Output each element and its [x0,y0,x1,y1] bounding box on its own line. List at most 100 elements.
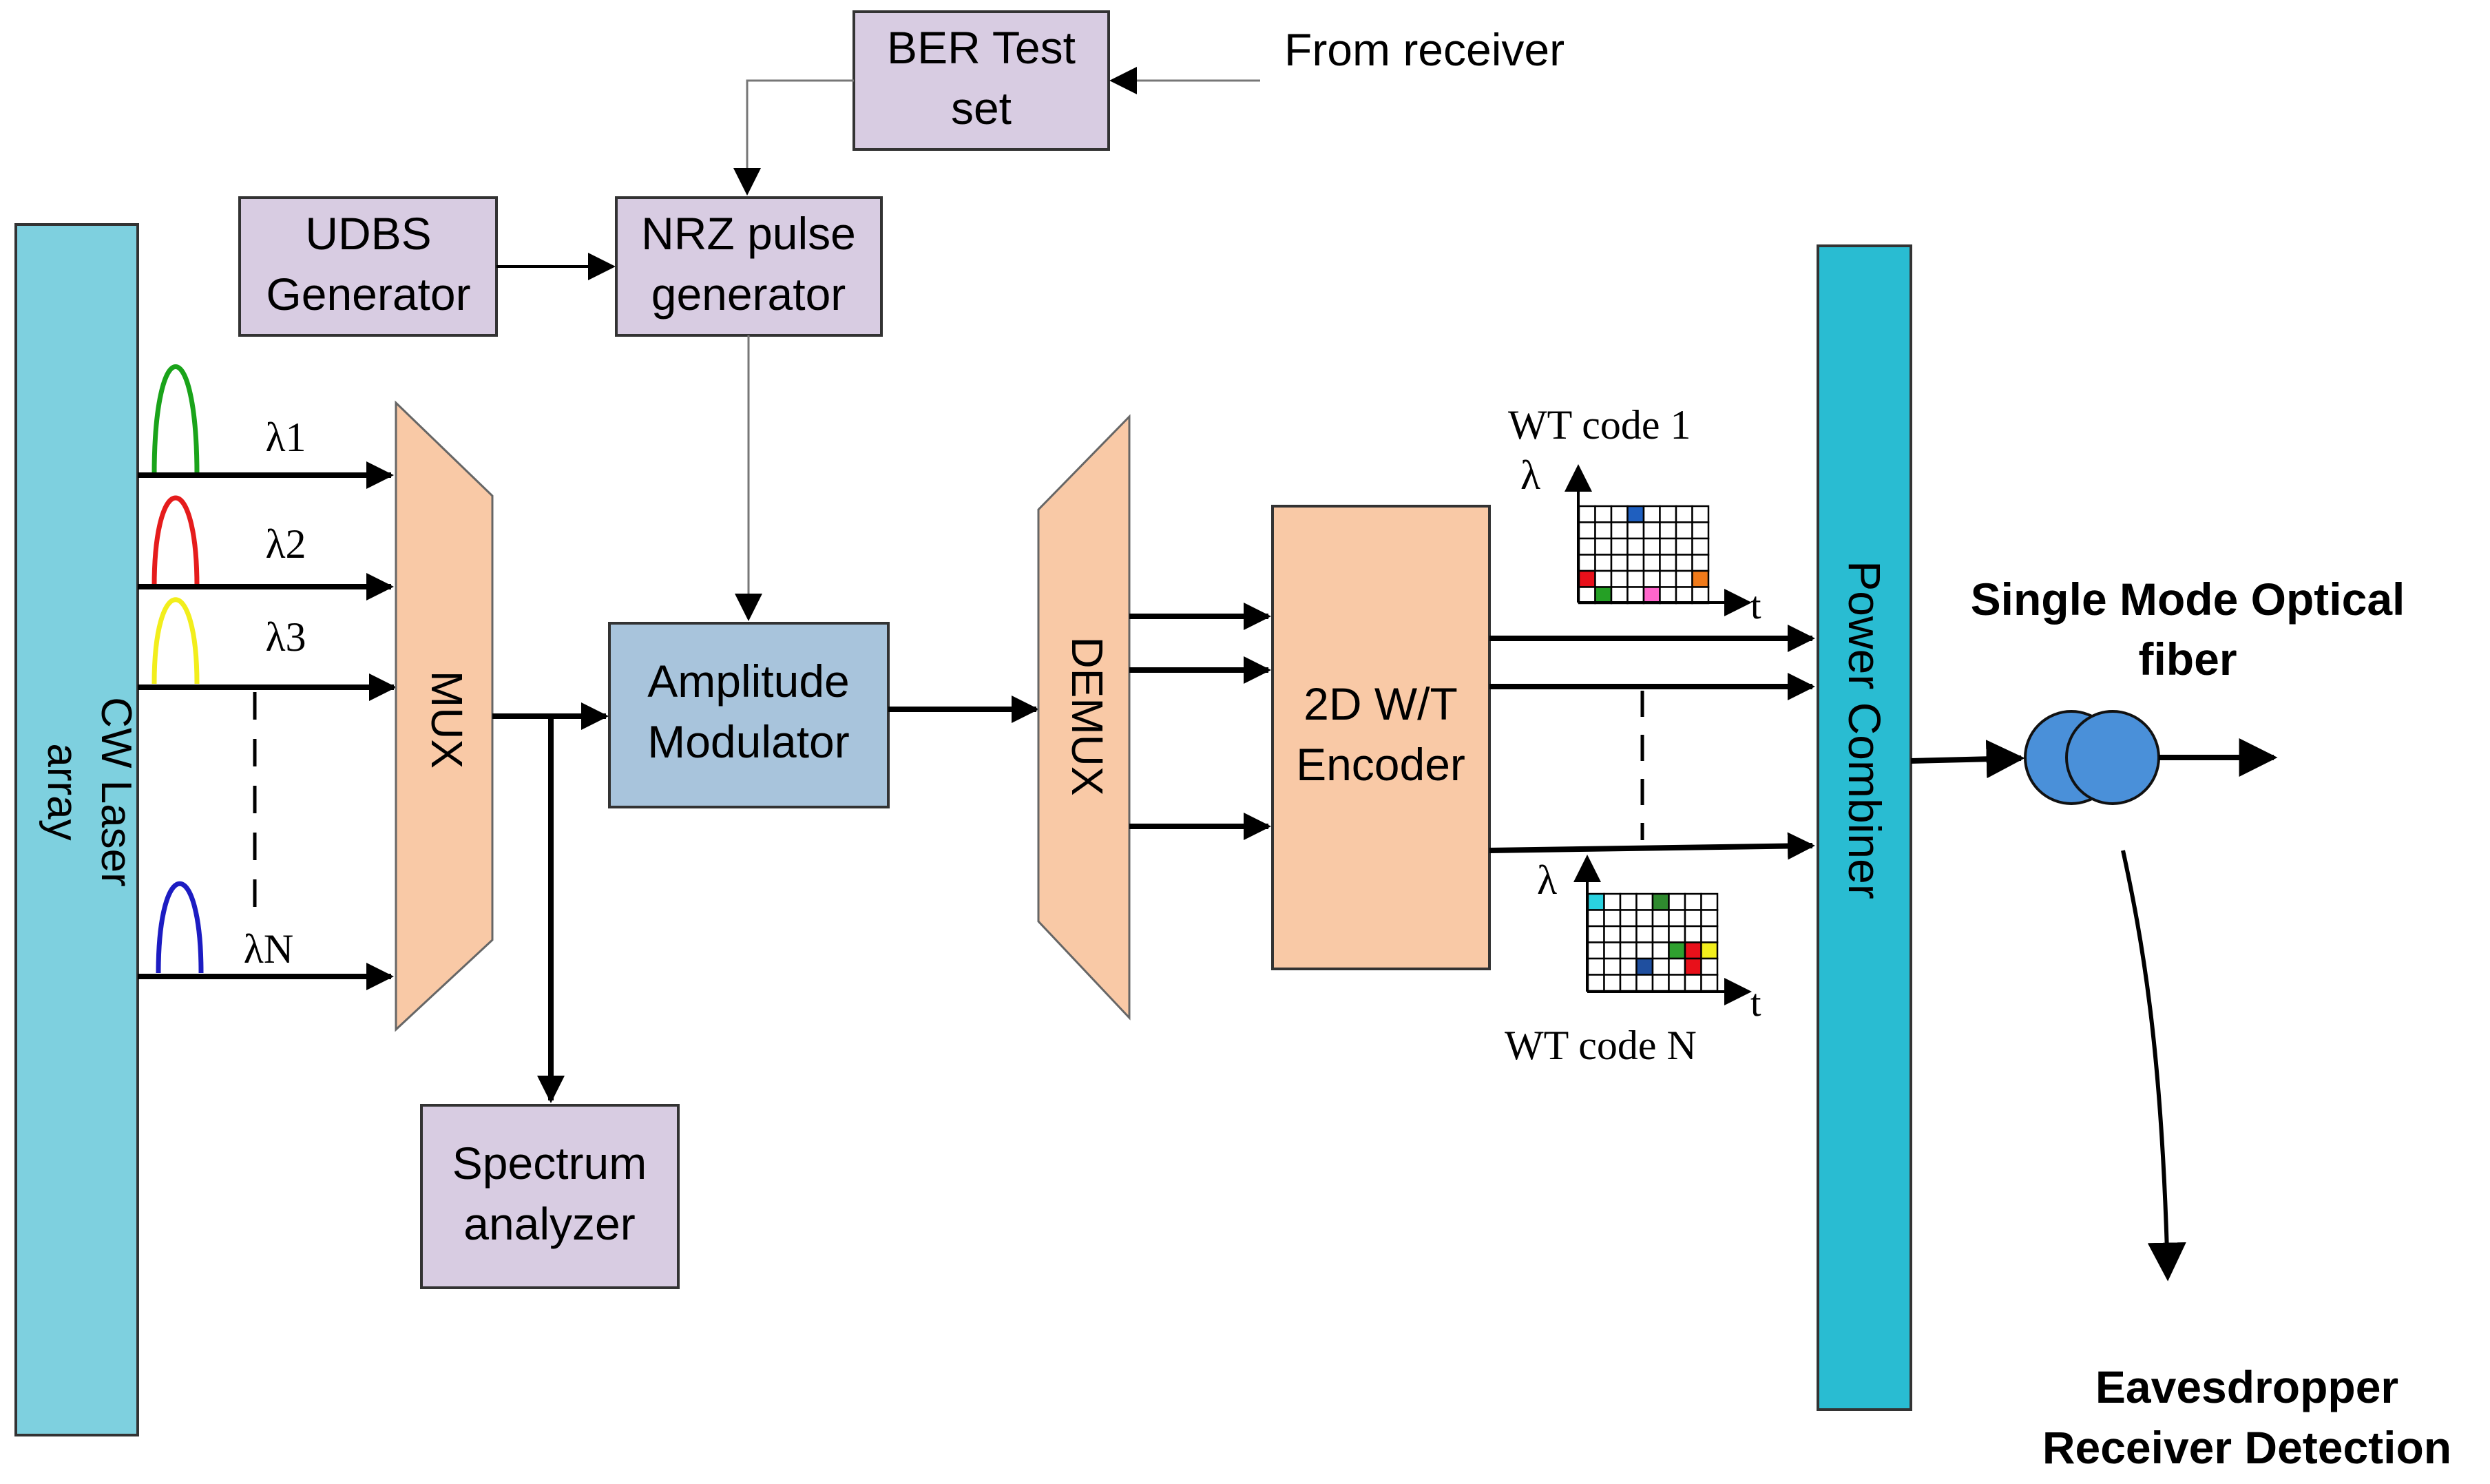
wt-code-n-cell [1587,957,1605,976]
encoder-block: 2D W/T Encoder [1271,505,1491,970]
wt-code-1-cell [1610,554,1629,572]
wt-code-1-cell [1659,554,1677,572]
amplitude-modulator-label-line1: Amplitude [647,656,850,707]
wt-code-1-cell [1659,505,1677,523]
wt-code-1-cell [1642,554,1661,572]
pulse-lambda-1 [151,364,200,476]
wt-code-1-grid: WT code 1 λ t [1508,402,1761,627]
nrz-pulse-generator-label-line2: generator [651,269,846,320]
wt-code-n-cell [1684,974,1702,992]
wt-code-n-title: WT code N [1505,1023,1697,1068]
pulse-lambda-3 [151,597,200,684]
fiber-label-line1: Single Mode Optical [1971,574,2405,625]
wt-code-1-cell [1642,521,1661,540]
wt-code-n-cell [1668,957,1686,976]
wt-code-n-cell [1587,909,1605,928]
wt-code-n-cell [1619,925,1638,943]
wt-code-1-cell [1578,569,1596,588]
wt-code-1-cell [1659,569,1677,588]
wt-code-1-t-label: t [1750,585,1761,627]
wt-code-n-cell [1684,892,1702,911]
cw-laser-array-label-line1: CW Laser [92,697,140,887]
eavesdropper-section: Eavesdropper Receiver Detection [2042,850,2451,1473]
wt-code-n-cells [1587,892,1719,992]
wt-code-n-cell [1619,892,1638,911]
wt-code-n-grid: λ t WT code N [1505,855,1761,1068]
wt-code-1-cell [1578,554,1596,572]
wt-code-n-cell [1668,974,1686,992]
wt-code-1-cell [1626,521,1645,540]
fiber-section: Single Mode Optical fiber [1910,574,2405,805]
wt-code-n-cell [1684,941,1702,960]
spectrum-analyzer-label-line1: Spectrum [452,1138,647,1189]
wt-code-1-cell [1594,521,1613,540]
ber-test-set-block: BER Test set [852,10,1110,151]
wt-code-1-lambda-label: λ [1520,452,1540,498]
wt-code-1-cell [1659,521,1677,540]
wavelength-lines: λ1 λ2 λ3 λN [138,364,397,990]
wt-code-1-cell [1659,537,1677,556]
wt-code-1-cell [1594,586,1613,605]
eavesdropper-label-line1: Eavesdropper [2095,1361,2398,1412]
cw-laser-array: CW Laser array [14,223,140,1436]
arrow-to-eavesdropper [2121,850,2186,1282]
wt-code-n-cell [1651,974,1670,992]
wt-code-1-cell [1626,569,1645,588]
wt-code-n-cell [1603,974,1622,992]
wt-code-n-cell [1700,892,1719,911]
demux-label: DEMUX [1063,636,1112,795]
wt-code-n-t-label: t [1750,982,1761,1025]
wt-code-1-cell [1659,586,1677,605]
wt-code-n-cell [1700,957,1719,976]
wt-code-1-cell [1675,586,1693,605]
wt-code-n-cell [1700,974,1719,992]
fiber-label-line2: fiber [2138,634,2237,684]
wt-code-1-cell [1626,554,1645,572]
wt-code-1-cell [1691,586,1710,605]
wt-code-n-cell [1635,974,1654,992]
wt-code-n-cell [1668,892,1686,911]
arrow-ber-to-nrz [733,79,854,196]
wt-code-1-cell [1642,569,1661,588]
wt-code-n-cell [1635,957,1654,976]
ber-test-set-label-line1: BER Test [887,22,1076,73]
label-lambda-3: λ3 [265,614,306,660]
udbs-generator-block: UDBS Generator [238,196,498,337]
wt-code-n-cell [1587,925,1605,943]
wt-code-n-cell [1651,941,1670,960]
fiber-coil-2 [2065,710,2160,805]
arrow-combiner-to-fiber [1910,740,2025,779]
wt-code-n-cell [1651,925,1670,943]
udbs-generator-label-line2: Generator [266,269,470,320]
wt-code-n-cell [1587,941,1605,960]
wt-code-1-cell [1642,537,1661,556]
amplitude-modulator-label-line2: Modulator [647,716,850,767]
wt-code-1-cell [1691,521,1710,540]
wt-code-n-cell [1684,957,1702,976]
wt-code-1-cell [1642,505,1661,523]
wt-code-n-cell [1635,941,1654,960]
wt-code-1-cell [1675,569,1693,588]
wt-code-n-cell [1684,925,1702,943]
wt-code-n-cell [1651,957,1670,976]
wt-code-1-cell [1691,554,1710,572]
wt-code-1-cell [1610,569,1629,588]
wt-code-n-cell [1619,941,1638,960]
wt-code-n-cell [1603,941,1622,960]
wt-code-n-cell [1635,925,1654,943]
wt-code-n-cell [1587,892,1605,911]
wt-code-n-cell [1684,909,1702,928]
label-lambda-2: λ2 [265,521,306,567]
power-combiner-label: Power Combiner [1839,561,1890,899]
wt-code-n-cell [1651,909,1670,928]
wt-code-1-cell [1578,521,1596,540]
wt-code-1-cell [1626,537,1645,556]
wt-code-n-cell [1635,909,1654,928]
label-lambda-n: λN [244,926,293,972]
wt-code-1-title: WT code 1 [1508,402,1691,448]
wt-code-1-cell [1594,569,1613,588]
label-lambda-1: λ1 [265,415,306,460]
spectrum-analyzer-block: Spectrum analyzer [420,1104,680,1289]
mux-block: MUX [395,400,494,1032]
